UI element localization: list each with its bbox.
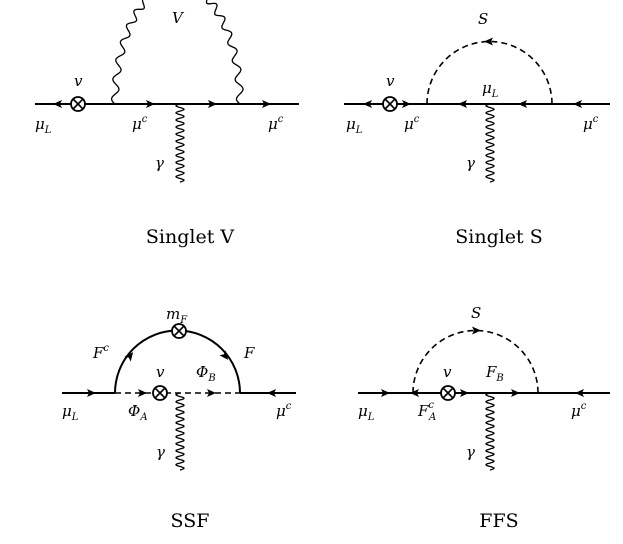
photon-line [175,103,185,183]
label-mu-L: μL [62,402,79,423]
photon-line [485,392,495,471]
panel-ssf: mF Fc F v ΦB ΦA μL μc γ SSF [62,305,296,532]
fermion-loop [114,329,241,394]
label-vev: v [74,72,83,90]
photon-line [175,392,185,471]
label-vev: v [443,363,452,381]
label-FB: FB [485,363,504,384]
arrow [87,389,96,397]
arrow [146,100,155,108]
vector-boson-loop [110,0,244,105]
label-vev: v [386,72,395,90]
label-mu-c-right: μc [268,114,284,133]
vev-insertion [70,96,86,112]
label-mu-c-right: μc [583,114,599,133]
panel-singlet-v: v V μL μc μc γ Singlet V [35,0,299,248]
label-gamma: γ [155,154,164,172]
caption-ffs: FFS [479,510,518,532]
arrow [402,100,411,108]
arrow [262,100,271,108]
arrow [219,350,229,360]
mass-insertion [171,323,187,339]
panel-singlet-s: v S μL μL μc μc γ Singlet S [344,10,610,248]
arrow [138,389,147,397]
scalar-loop [412,329,539,394]
label-boson: V [172,9,185,27]
arrow [208,100,217,108]
arrow [575,389,584,397]
arrow [381,389,390,397]
arrow [410,389,419,397]
arrow [518,100,527,108]
caption-ssf: SSF [171,510,210,532]
label-gamma: γ [156,443,165,461]
label-PhiB: ΦB [196,363,216,384]
label-gamma: γ [466,154,475,172]
label-mu-c: μc [571,401,587,420]
label-gamma: γ [466,443,475,461]
vev-insertion [382,96,398,112]
label-mu-c-left: μc [132,114,148,133]
vev-insertion [152,385,168,401]
label-mu-L: μL [358,402,375,423]
label-PhiA: ΦA [128,402,148,423]
vev-insertion [440,385,456,401]
arrow [363,100,372,108]
label-Fc: Fc [92,343,109,362]
arrow [484,37,493,46]
label-vev: v [156,363,165,381]
arrow [53,100,62,108]
photon-line [485,103,495,183]
arrow [511,389,520,397]
label-mu-c: μc [276,401,292,420]
label-loop-fermion: μL [482,79,499,100]
label-scalar: S [471,304,481,322]
label-scalar: S [478,10,488,28]
arrow [472,326,481,335]
arrow [124,352,134,362]
arrow [458,100,467,108]
label-F: F [243,344,255,362]
arrow [573,100,582,108]
arrow [460,389,469,397]
label-mu-L: μL [35,115,52,136]
label-mu-c-left: μc [404,114,420,133]
label-mu-L: μL [346,115,363,136]
arrow [207,389,216,397]
caption-singlet-s: Singlet S [455,226,543,248]
arrow [267,389,276,397]
label-mass: mF [166,305,188,326]
caption-singlet-v: Singlet V [146,226,234,248]
